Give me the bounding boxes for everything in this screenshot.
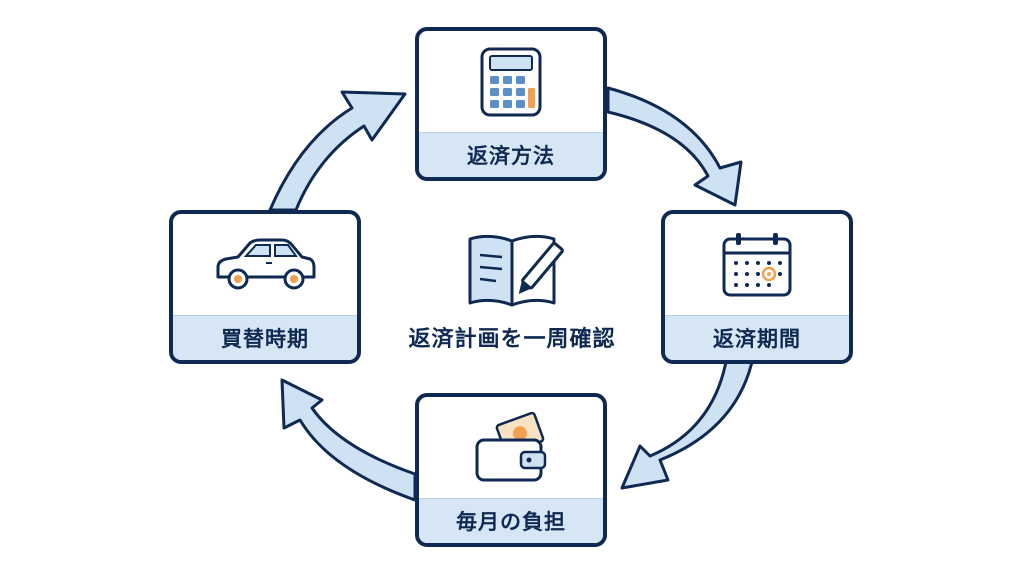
car-icon xyxy=(216,238,316,290)
step-card-repayment-period: 返済期間 xyxy=(661,210,853,364)
step-label: 買替時期 xyxy=(173,315,357,360)
step-card-monthly-burden: 毎月の負担 xyxy=(415,393,607,547)
step-label: 返済期間 xyxy=(665,315,849,360)
arrow-right-to-bottom xyxy=(620,360,754,490)
arrow-left-to-top xyxy=(268,90,407,212)
wallet-icon xyxy=(475,412,547,482)
calculator-icon xyxy=(480,47,542,117)
open-book-pencil-icon xyxy=(468,234,564,307)
calendar-icon xyxy=(722,233,792,297)
step-card-replacement-timing: 買替時期 xyxy=(169,210,361,364)
step-card-repayment-method: 返済方法 xyxy=(415,27,607,181)
step-label: 毎月の負担 xyxy=(419,498,603,543)
center-label: 返済計画を一周確認 xyxy=(408,327,616,352)
arrow-bottom-to-left xyxy=(280,378,417,502)
arrow-top-to-right xyxy=(606,86,743,207)
step-label: 返済方法 xyxy=(419,132,603,177)
